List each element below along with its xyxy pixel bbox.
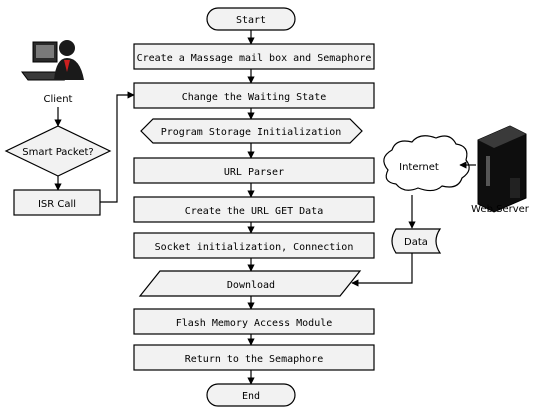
step-download: Download	[138, 270, 362, 297]
step-socket-init: Socket initialization, Connection	[133, 232, 375, 259]
step-create-url-get-data-label: Create the URL GET Data	[185, 206, 323, 217]
step-create-mailbox-label: Create a Massage mail box and Semaphore	[137, 53, 372, 64]
step-socket-init-label: Socket initialization, Connection	[155, 242, 354, 253]
smart-packet-decision: Smart Packet?	[4, 125, 112, 177]
isr-call-box: ISR Call	[13, 189, 101, 216]
step-flash-memory-access-label: Flash Memory Access Module	[176, 318, 333, 329]
step-program-storage-init-label: Program Storage Initialization	[161, 127, 342, 138]
step-change-waiting-state-label: Change the Waiting State	[182, 92, 327, 103]
step-flash-memory-access: Flash Memory Access Module	[133, 308, 375, 335]
arrow-isr-waiting-state	[100, 91, 135, 203]
step-url-parser: URL Parser	[133, 157, 375, 184]
step-url-parser-label: URL Parser	[224, 167, 284, 178]
end-terminal: End	[206, 383, 296, 407]
step-create-mailbox: Create a Massage mail box and Semaphore	[133, 43, 375, 70]
web-server-label: Web Server	[471, 204, 530, 215]
web-server-icon	[477, 125, 527, 213]
data-store: Data	[391, 228, 442, 254]
step-download-label: Download	[227, 280, 275, 291]
internet-cloud: Internet	[383, 135, 470, 192]
smart-packet-decision-label: Smart Packet?	[22, 147, 93, 158]
start-terminal: Start	[206, 7, 296, 31]
internet-label: Internet	[399, 162, 439, 173]
step-return-semaphore-label: Return to the Semaphore	[185, 354, 323, 365]
client-computer-icon	[21, 40, 84, 81]
step-return-semaphore: Return to the Semaphore	[133, 344, 375, 371]
arrow-data-download	[351, 253, 413, 287]
isr-call-label: ISR Call	[38, 199, 76, 210]
step-create-url-get-data: Create the URL GET Data	[133, 196, 375, 223]
end-label: End	[242, 391, 260, 402]
client-label: Client	[44, 94, 73, 105]
step-program-storage-init: Program Storage Initialization	[140, 118, 363, 144]
data-label: Data	[404, 237, 428, 248]
step-change-waiting-state: Change the Waiting State	[133, 82, 375, 109]
start-label: Start	[236, 15, 266, 26]
